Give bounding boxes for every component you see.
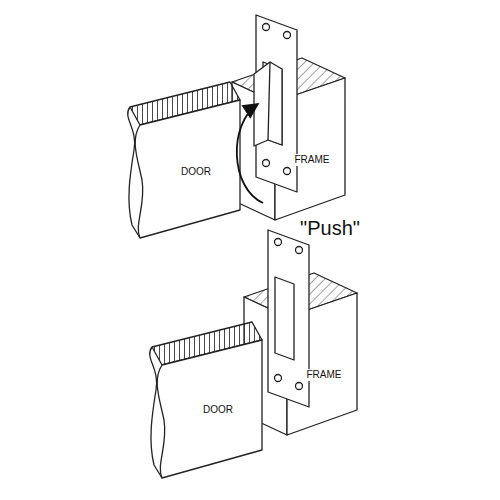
door-back-curl — [150, 347, 162, 478]
keeper-slot — [275, 277, 294, 360]
strike-plate — [268, 230, 309, 407]
part-label: DOOR — [179, 166, 213, 178]
push-arrow — [237, 104, 263, 203]
door-back-curl — [128, 107, 140, 238]
door-frame — [232, 15, 345, 220]
part-label: FRAME — [305, 369, 344, 381]
door-slab — [128, 82, 240, 238]
door-slab — [150, 322, 262, 478]
strike-keeper — [254, 62, 282, 146]
action-label: "Push" — [298, 217, 362, 240]
part-label: FRAME — [293, 154, 332, 166]
part-label: DOOR — [201, 404, 235, 416]
door-face — [157, 340, 262, 478]
door-face — [135, 100, 240, 238]
